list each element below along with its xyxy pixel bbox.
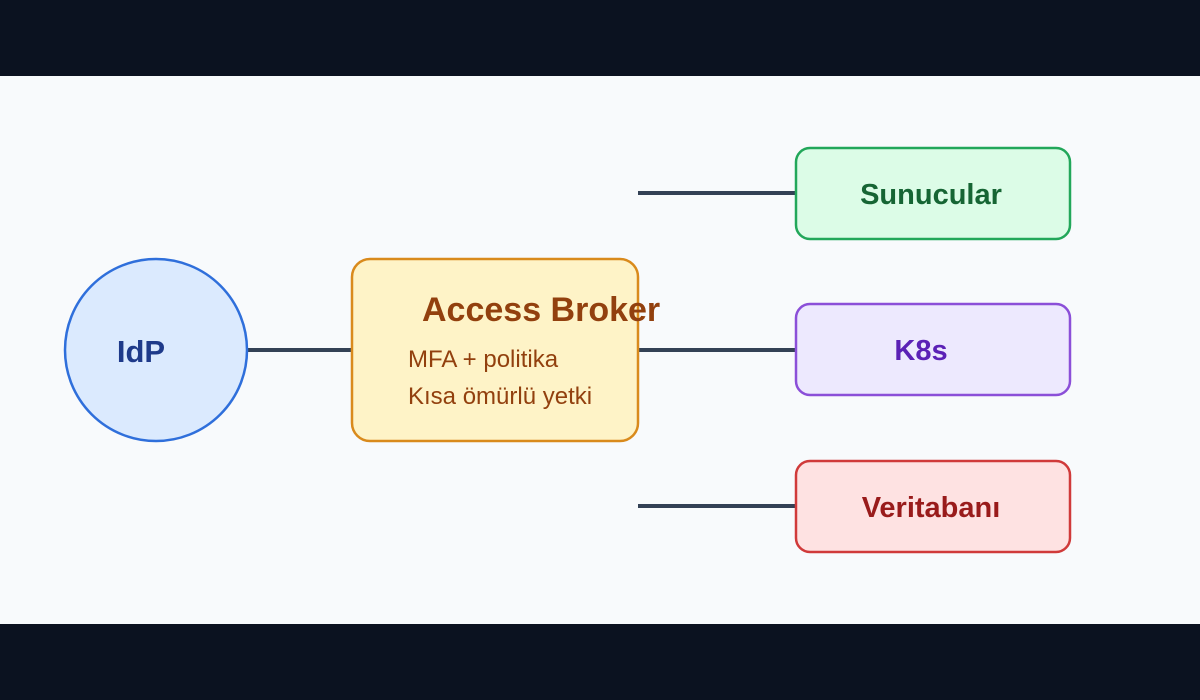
servers-box (794, 146, 1072, 241)
idp-circle (63, 257, 249, 443)
broker-line-2: Kısa ömürlü yetki (408, 383, 592, 410)
broker-box (350, 257, 640, 443)
target-k8s-node: K8s (794, 302, 1072, 397)
db-label: Veritabanı (862, 492, 1001, 524)
db-box (794, 459, 1072, 554)
idp-label: IdP (117, 334, 165, 369)
broker-title: Access Broker (422, 291, 660, 329)
broker-line-1: MFA + politika (408, 346, 559, 373)
broker-node: Access Broker MFA + politika Kısa ömürlü… (350, 257, 660, 443)
servers-label: Sunucular (860, 179, 1002, 211)
k8s-box (794, 302, 1072, 397)
target-db-node: Veritabanı (794, 459, 1072, 554)
idp-node: IdP (63, 257, 249, 443)
target-servers-node: Sunucular (794, 146, 1072, 241)
k8s-label: K8s (894, 335, 947, 367)
